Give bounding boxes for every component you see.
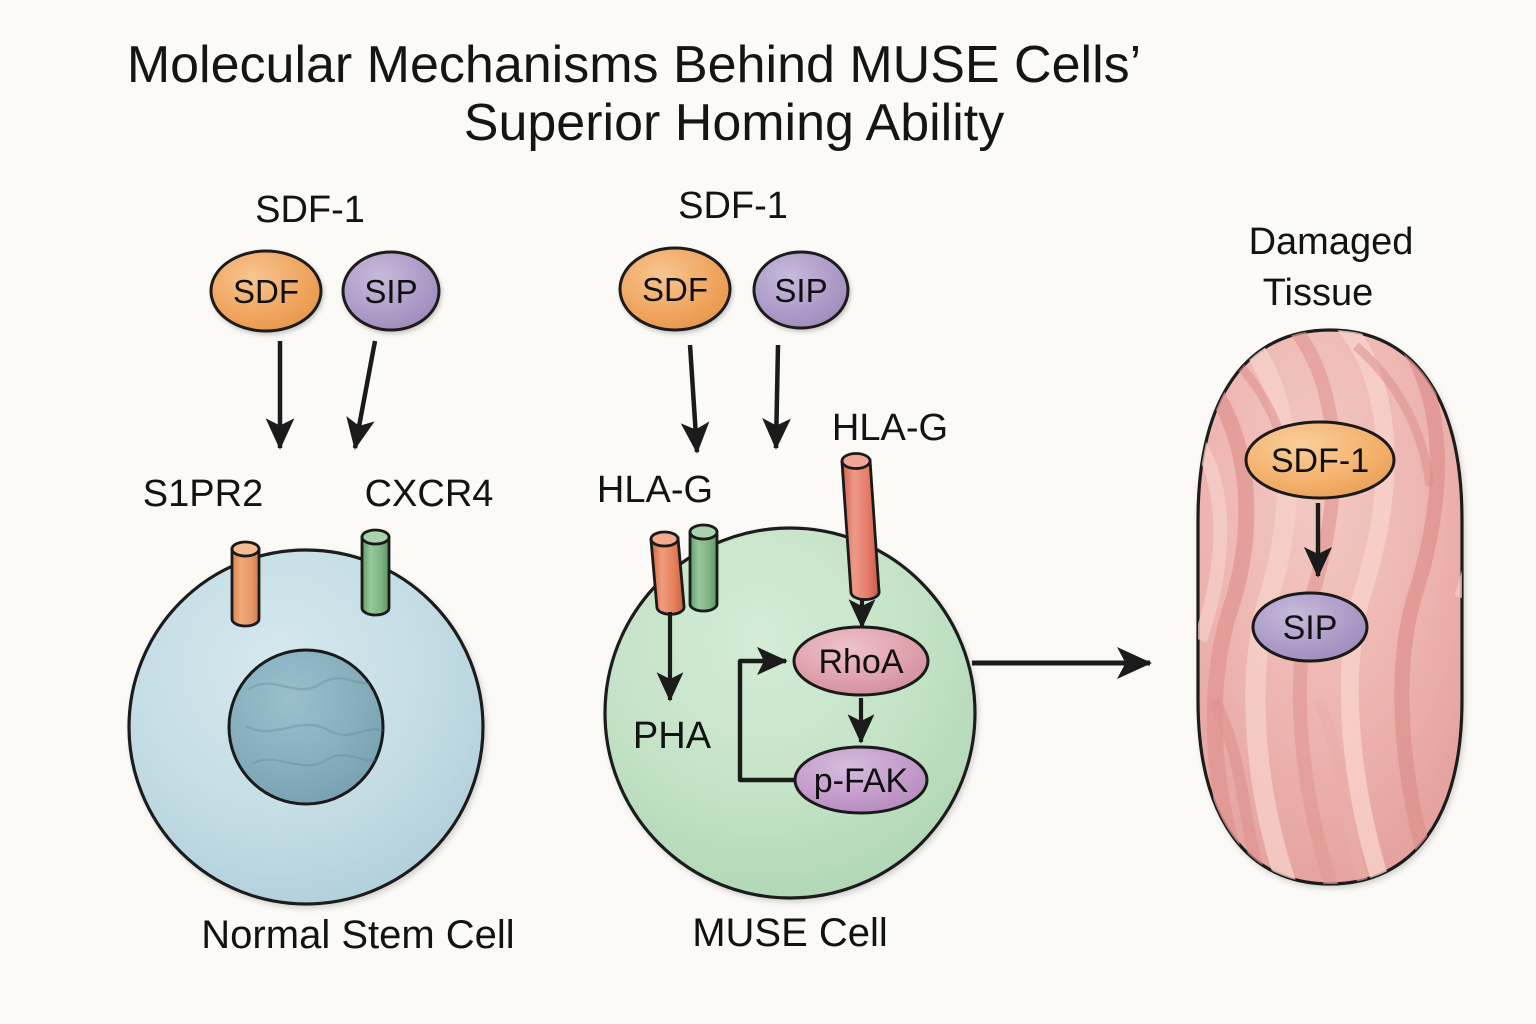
signal-node-rhoa[interactable]: RhoA <box>792 625 930 697</box>
sdf1-group-label-left: SDF-1 <box>255 189 365 231</box>
receptor-label-cxcr4: CXCR4 <box>365 473 494 515</box>
sdf1-group-label-middle: SDF-1 <box>678 185 788 227</box>
ligand-sip-middle-label: SIP <box>774 272 827 309</box>
tissue-node-sdf1-label: SDF-1 <box>1271 442 1369 480</box>
ligand-sdf-left-label: SDF <box>233 273 299 310</box>
ligand-sdf-middle-label: SDF <box>642 271 708 308</box>
tissue-node-sdf1[interactable]: SDF-1 <box>1244 420 1396 500</box>
feedback-loop-pfak-to-rhoa <box>737 646 795 783</box>
normal-stem-cell-body[interactable] <box>127 548 485 906</box>
receptor-s1pr2[interactable] <box>230 540 261 628</box>
panel-normal-stem-cell: SDF-1 SDF SIP S1PR2 CXCR4 <box>127 189 515 957</box>
signal-node-pfak-label: p-FAK <box>814 762 909 800</box>
title-line-1: Molecular Mechanisms Behind MUSE Cells’ <box>127 36 1141 94</box>
page-title: Molecular Mechanisms Behind MUSE Cells’ … <box>127 36 1141 152</box>
receptor-hlag-left-green[interactable] <box>688 523 719 613</box>
ligand-sip-left-label: SIP <box>364 273 417 310</box>
panel-muse-cell: SDF-1 SDF SIP HLA-G HLA-G <box>597 185 977 955</box>
ligand-sip-left[interactable]: SIP <box>341 250 441 332</box>
receptor-label-s1pr2: S1PR2 <box>143 473 263 515</box>
caption-damaged-tissue-line2: Tissue <box>1263 272 1374 314</box>
receptor-cxcr4[interactable] <box>360 528 391 617</box>
ligand-sdf-middle[interactable]: SDF <box>618 246 732 332</box>
arrow-sip-middle-down <box>762 344 791 450</box>
signal-node-pha: PHA <box>633 715 712 757</box>
arrow-sdf-middle-down <box>680 344 710 454</box>
caption-normal-stem-cell: Normal Stem Cell <box>201 913 514 957</box>
signal-node-pfak[interactable]: p-FAK <box>793 745 929 815</box>
ligand-sip-middle[interactable]: SIP <box>752 250 850 330</box>
tissue-node-sip[interactable]: SIP <box>1251 591 1369 663</box>
caption-muse-cell: MUSE Cell <box>692 911 888 955</box>
signal-node-rhoa-label: RhoA <box>818 643 903 681</box>
title-line-2: Superior Homing Ability <box>464 94 1004 152</box>
receptor-label-hlag-right: HLA-G <box>832 407 948 449</box>
panel-damaged-tissue: Damaged Tissue SDF-1 <box>1196 221 1464 886</box>
tissue-node-sip-label: SIP <box>1283 609 1338 647</box>
caption-damaged-tissue-line1: Damaged <box>1249 221 1414 263</box>
arrow-sip-to-cxcr4 <box>346 340 378 450</box>
receptor-label-hlag-left: HLA-G <box>597 469 713 511</box>
receptor-hlag-left-orange[interactable] <box>649 530 686 616</box>
ligand-sdf-left[interactable]: SDF <box>209 249 323 333</box>
